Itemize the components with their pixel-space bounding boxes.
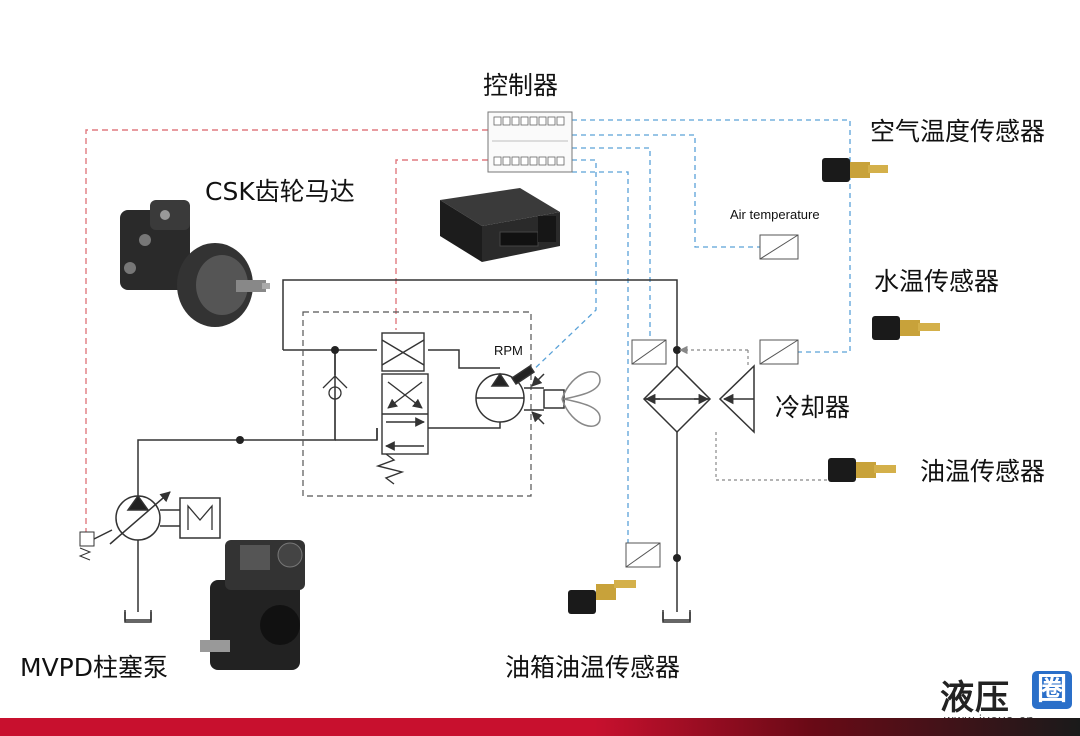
label-oil-temp-sensor: 油温传感器: [920, 457, 1046, 486]
watermark-text: 液压: [940, 678, 1010, 718]
footer-bar: [0, 718, 1080, 736]
tank-symbols: [124, 610, 691, 623]
label-cooler: 冷却器: [775, 393, 851, 422]
label-controller: 控制器: [483, 71, 559, 100]
tank-oil-temp-sensor-picture: [568, 580, 636, 614]
return-line: [679, 345, 840, 481]
valve-assembly-outline: [302, 311, 532, 497]
blue-signal-lines: [527, 119, 851, 555]
fan-motor: [475, 364, 601, 427]
label-mvpd-piston-pump: MVPD柱塞泵: [20, 653, 168, 682]
piston-pump-picture: [200, 540, 305, 670]
controller-block: [487, 111, 573, 173]
label-air-temp-sensor: 空气温度传感器: [870, 117, 1046, 146]
cooler-heat-exchanger: [642, 364, 755, 434]
oil-temp-sensor-picture: [828, 458, 896, 482]
label-csk-gear-motor: CSK齿轮马达: [205, 177, 355, 206]
junction-dots: [236, 346, 681, 562]
directional-control-valve: [375, 332, 429, 485]
check-valve: [322, 375, 348, 440]
label-water-temp-sensor: 水温传感器: [874, 267, 1000, 296]
gear-motor-picture: [120, 200, 270, 327]
red-signal-lines: [85, 129, 488, 540]
watermark-accent: 圈: [1032, 671, 1072, 709]
controller-unit-picture: [440, 188, 560, 262]
label-air-temperature: Air temperature: [730, 207, 820, 222]
water-temp-sensor-picture: [872, 316, 940, 340]
label-rpm: RPM: [494, 343, 523, 358]
adc-converters: [625, 234, 799, 568]
label-tank-oil-temp-sensor: 油箱油温传感器: [505, 653, 681, 682]
piston-pump: [78, 491, 221, 561]
air-temp-sensor-picture: [822, 158, 888, 182]
